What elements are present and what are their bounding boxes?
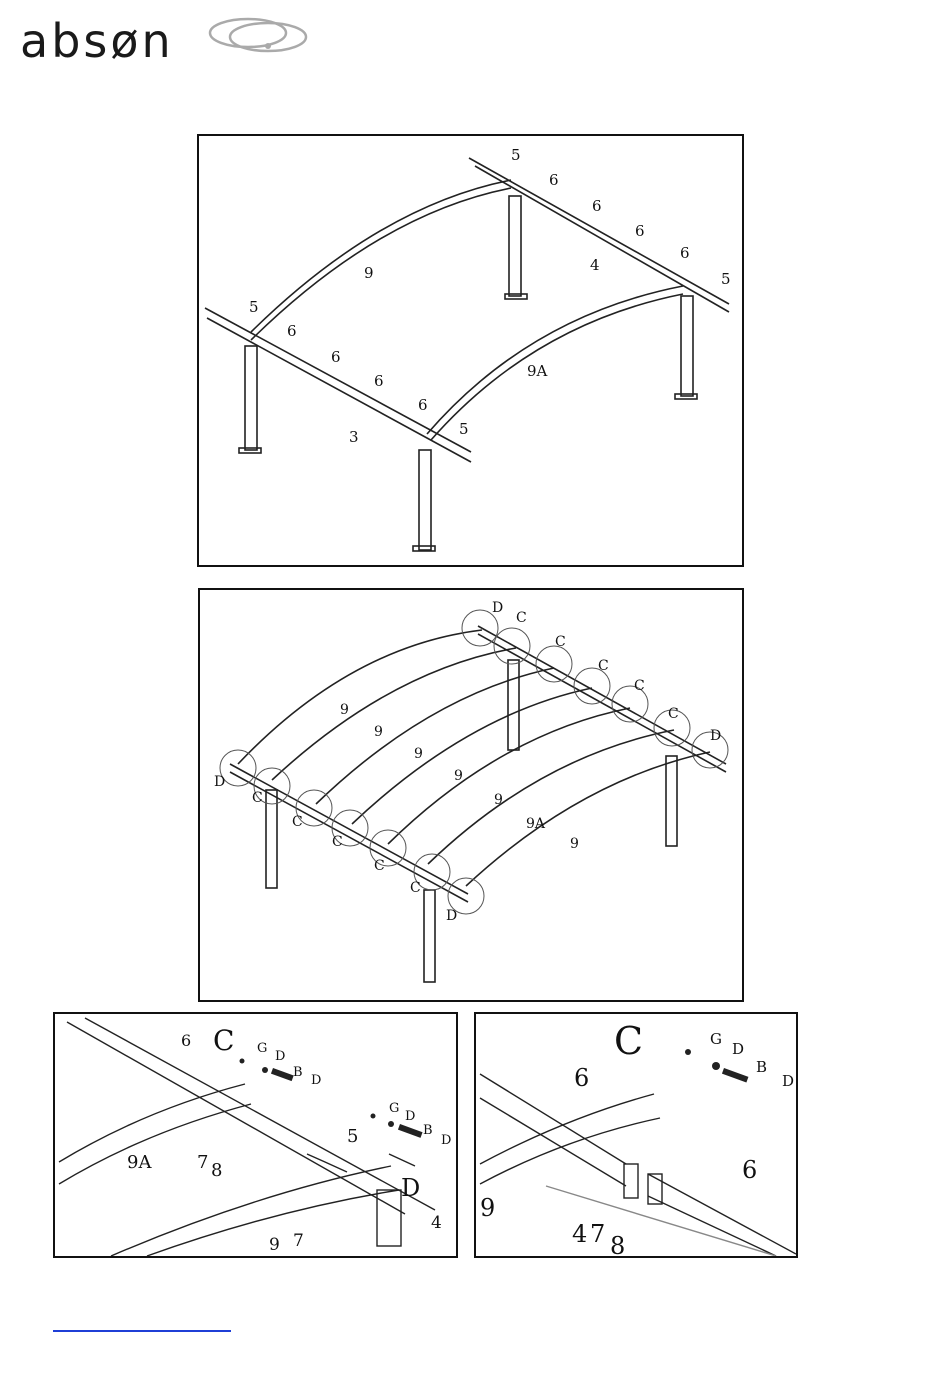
assembly-step-frame: 5 6 6 6 6 5 4 9 5 6 6 6 6 5 3 9A [197, 134, 744, 567]
part-label: D [214, 774, 225, 790]
part-label: 9 [454, 768, 463, 784]
part-label: G [257, 1041, 267, 1056]
part-label: D [782, 1072, 794, 1090]
part-label: C [213, 1024, 234, 1057]
part-label: C [292, 814, 303, 830]
part-label: 9 [364, 264, 374, 282]
detail-connection-left: 6 C G D B D G D B D 5 9A 7 8 D 9 7 4 [53, 1012, 458, 1258]
part-label: 5 [347, 1126, 358, 1147]
part-label: D [492, 600, 503, 616]
part-label: D [732, 1040, 744, 1058]
part-label: 9A [527, 362, 548, 380]
part-label: 4 [590, 256, 600, 274]
part-label: 7 [293, 1231, 304, 1251]
part-label: 4 [431, 1213, 442, 1233]
part-label: 6 [742, 1156, 757, 1184]
brand-name: absøn [20, 14, 174, 68]
part-label: 6 [680, 244, 690, 262]
part-label: G [389, 1101, 399, 1116]
part-label: C [634, 678, 645, 694]
part-label: 7 [197, 1152, 208, 1173]
part-label: C [516, 610, 527, 626]
part-label: 6 [574, 1064, 589, 1092]
part-label: D [405, 1109, 415, 1124]
part-label: D [275, 1049, 285, 1064]
part-label: 4 [572, 1220, 587, 1248]
part-label: C [410, 880, 421, 896]
part-label: 8 [610, 1232, 625, 1256]
footer-link[interactable] [53, 1310, 231, 1332]
part-label: 9 [570, 836, 579, 852]
part-label: C [598, 658, 609, 674]
part-label: 6 [287, 322, 297, 340]
part-label: C [668, 706, 679, 722]
part-label: 7 [590, 1220, 605, 1248]
part-label: C [252, 790, 263, 806]
part-label: 6 [635, 222, 645, 240]
brand-rings-icon [202, 10, 318, 60]
part-label: C [374, 858, 385, 874]
part-label: 5 [249, 298, 259, 316]
part-label: B [756, 1058, 767, 1076]
part-label: 9 [414, 746, 423, 762]
part-label: 5 [459, 420, 469, 438]
part-label: 5 [511, 146, 521, 164]
part-label: 9 [480, 1194, 495, 1222]
part-label: D [311, 1073, 321, 1088]
part-label: D [446, 908, 457, 924]
part-label: 9 [374, 724, 383, 740]
part-label: 6 [592, 197, 602, 215]
part-label: 6 [181, 1031, 191, 1050]
part-label: 5 [721, 270, 731, 288]
part-label: C [555, 634, 566, 650]
detail-left-drawing: 6 C G D B D G D B D 5 9A 7 8 D 9 7 4 [55, 1014, 456, 1256]
assembly-step-arches: D C C C C C D D C C C C C D 9 9 9 9 9 9A… [198, 588, 744, 1002]
part-label: 9 [340, 702, 349, 718]
part-label: 6 [549, 171, 559, 189]
part-label: D [401, 1174, 420, 1202]
arches-drawing: D C C C C C D D C C C C C D 9 9 9 9 9 9A… [200, 590, 742, 1000]
part-label: G [710, 1030, 722, 1048]
part-label: C [614, 1019, 643, 1063]
frame-drawing: 5 6 6 6 6 5 4 9 5 6 6 6 6 5 3 9A [199, 136, 742, 565]
part-label: D [710, 728, 721, 744]
part-label: 6 [374, 372, 384, 390]
part-label: C [332, 834, 343, 850]
part-label: 9A [127, 1152, 152, 1173]
detail-connection-right: C G D B D 6 6 9 4 7 8 [474, 1012, 798, 1258]
part-label: 6 [331, 348, 341, 366]
part-label: 9 [494, 792, 503, 808]
part-label: D [441, 1133, 451, 1148]
part-label: 8 [211, 1160, 222, 1181]
part-label: B [293, 1065, 303, 1080]
part-label: B [423, 1123, 433, 1138]
brand-logo: absøn [20, 8, 310, 70]
part-label: 9 [269, 1235, 280, 1255]
part-label: 6 [418, 396, 428, 414]
part-label: 9A [526, 816, 546, 832]
detail-right-drawing: C G D B D 6 6 9 4 7 8 [476, 1014, 796, 1256]
part-label: 3 [349, 428, 359, 446]
